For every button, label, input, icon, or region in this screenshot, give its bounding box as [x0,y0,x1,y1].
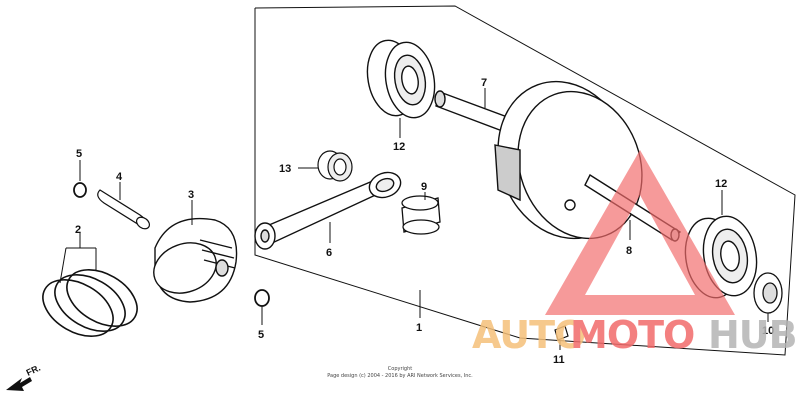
callout-6: 6 [326,247,332,259]
knock-pin [554,325,569,341]
watermark-moto: MOTO [570,313,694,357]
callout-12-upper: 12 [393,141,405,153]
watermark-auto: AUTO [472,313,585,357]
watermark-logo: AUTO MOTO HUB [472,150,798,357]
piston-pin [97,189,151,230]
callout-13: 13 [279,163,291,175]
callout-12-lower: 12 [715,178,727,190]
callout-2: 2 [75,224,81,236]
callout-1: 1 [416,322,422,334]
connecting-rod [254,171,402,250]
watermark-hub: HUB [708,313,797,357]
oil-seal [753,272,783,314]
callout-7: 7 [481,77,487,89]
watermark-triangle-icon [545,150,735,315]
front-direction-indicator: FR. [6,363,42,391]
callout-5-lower: 5 [258,329,264,341]
piston-rings [42,269,138,337]
direction-label: FR. [25,363,42,378]
callout-5-upper: 5 [76,148,82,160]
crank-pin [401,195,441,235]
copyright-line-1: Copyright [388,366,412,372]
callout-9: 9 [421,181,427,193]
copyright-line-2: Page design (c) 2004 - 2016 by ARI Netwo… [327,373,473,379]
arrow-icon [6,377,32,391]
callout-8: 8 [626,245,632,257]
callout-4: 4 [116,171,123,183]
assembly-frame [254,5,796,356]
bearing-upper [366,39,436,119]
callout-10: 10 [762,325,774,337]
needle-bearing [317,150,353,182]
piston [153,217,238,303]
callout-3: 3 [188,189,194,201]
callout-11: 11 [553,354,565,366]
circlip-lower [254,289,270,307]
bearing-lower [684,215,758,299]
circlip-upper [73,182,87,198]
